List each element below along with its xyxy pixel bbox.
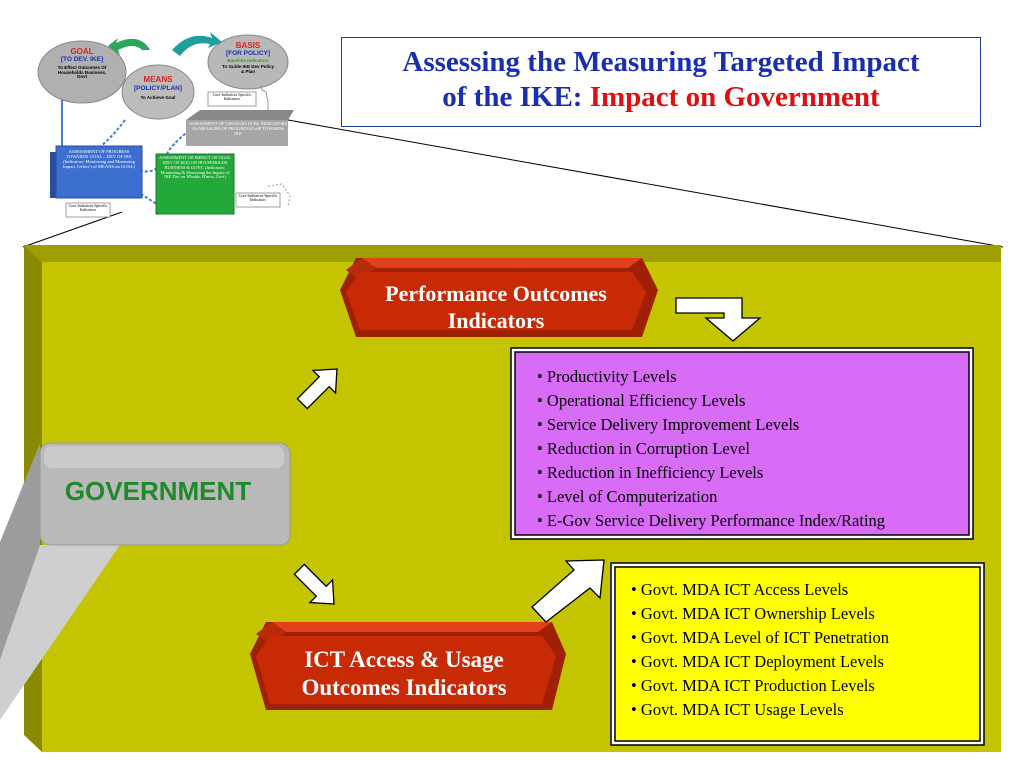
list-item: Govt. MDA Level of ICT Penetration bbox=[631, 626, 889, 650]
title-line2-prefix: of the IKE: bbox=[442, 81, 590, 113]
zoom-line-left bbox=[22, 211, 123, 248]
list-item: Reduction in Corruption Level bbox=[537, 437, 885, 461]
thumb-changes-text: ASSESSMENT OF CHANGES IN BL INDICATORS A… bbox=[188, 121, 288, 136]
ict-box-shape bbox=[250, 622, 566, 710]
thumb-goal-title: GOAL bbox=[70, 47, 94, 56]
thumb-goal-desc: To Effect Outcomes Of Households Busines… bbox=[57, 65, 107, 80]
title-box: Assessing the Measuring Targeted Impact … bbox=[341, 37, 981, 127]
list-item: Govt. MDA ICT Access Levels bbox=[631, 578, 889, 602]
title-line2: of the IKE: Impact on Government bbox=[342, 80, 980, 114]
performance-box-label: Performance Outcomes Indicators bbox=[346, 280, 646, 334]
thumb-teal-arrow bbox=[172, 32, 222, 56]
list-item: Govt. MDA ICT Deployment Levels bbox=[631, 650, 889, 674]
ict-box-line1: ICT Access & Usage bbox=[304, 647, 504, 672]
thumb-goal-ellipse bbox=[37, 40, 127, 104]
ict-list: Govt. MDA ICT Access Levels Govt. MDA IC… bbox=[631, 578, 889, 722]
performance-box-line2: Indicators bbox=[447, 308, 545, 333]
thumb-basis-title: BASIS bbox=[235, 41, 261, 50]
government-label: GOVERNMENT bbox=[64, 476, 252, 506]
government-wedge bbox=[0, 443, 120, 720]
zoom-line-right bbox=[287, 119, 1004, 248]
ict-box-line2: Outcomes Indicators bbox=[301, 675, 507, 700]
title-line2-highlight: Impact on Government bbox=[589, 81, 880, 113]
list-item: Operational Efficiency Levels bbox=[537, 389, 885, 413]
performance-box-shape bbox=[340, 258, 658, 337]
thumb-means-sub: [POLICY/PLAN] bbox=[133, 85, 183, 92]
thumb-means-title: MEANS bbox=[143, 75, 173, 84]
list-item: Govt. MDA ICT Usage Levels bbox=[631, 698, 889, 722]
thumb-means-desc: To Achieve Goal bbox=[140, 95, 176, 100]
government-box bbox=[39, 442, 291, 546]
list-item: Govt. MDA ICT Ownership Levels bbox=[631, 602, 889, 626]
thumb-core-left: Core Indicators Specific Indicators bbox=[68, 203, 108, 213]
performance-list: Productivity Levels Operational Efficien… bbox=[537, 365, 885, 533]
arrow-down-right bbox=[293, 563, 335, 605]
list-item: E-Gov Service Delivery Performance Index… bbox=[537, 509, 885, 533]
thumb-core-right: Core Indicators Specific Indicators bbox=[238, 193, 278, 203]
list-item: Productivity Levels bbox=[537, 365, 885, 389]
list-item: Reduction in Inefficiency Levels bbox=[537, 461, 885, 485]
thumb-basis-sub2: Baseline Indicators bbox=[227, 58, 269, 63]
thumb-impact-box bbox=[155, 153, 235, 215]
thumb-basis-ellipse bbox=[207, 34, 289, 90]
thumbnail-diagram bbox=[37, 32, 294, 218]
performance-box-line1: Performance Outcomes bbox=[385, 281, 607, 306]
thumb-basis-sub: [FOR POLICY] bbox=[225, 50, 271, 57]
arrow-to-list bbox=[675, 297, 762, 342]
thumb-green-arrow bbox=[108, 38, 150, 55]
thumb-progress-text: ASSESSMENT OF PROGRESS TOWARDS GOAL – DE… bbox=[62, 149, 136, 170]
thumb-core-top: Core Indicators Specific Indicators bbox=[212, 92, 252, 102]
list-item: Service Delivery Improvement Levels bbox=[537, 413, 885, 437]
thumb-goal-sub: [TO DEV. IKE] bbox=[60, 56, 104, 63]
ict-box-label: ICT Access & Usage Outcomes Indicators bbox=[254, 646, 554, 702]
list-item: Govt. MDA ICT Production Levels bbox=[631, 674, 889, 698]
arrow-up-right bbox=[296, 368, 338, 410]
thumb-basis-desc: To Guide IKE Dev Policy & Plan bbox=[222, 64, 274, 74]
thumb-means-ellipse bbox=[121, 64, 195, 120]
thumb-impact-text: ASSESSMENT OF IMPACT OF GOAL (DEV OF IKE… bbox=[159, 155, 231, 180]
list-item: Level of Computerization bbox=[537, 485, 885, 509]
arrow-bent-to-ict-list bbox=[531, 559, 605, 623]
title-line1: Assessing the Measuring Targeted Impact bbox=[402, 46, 920, 78]
thumb-progress-box bbox=[55, 145, 143, 199]
